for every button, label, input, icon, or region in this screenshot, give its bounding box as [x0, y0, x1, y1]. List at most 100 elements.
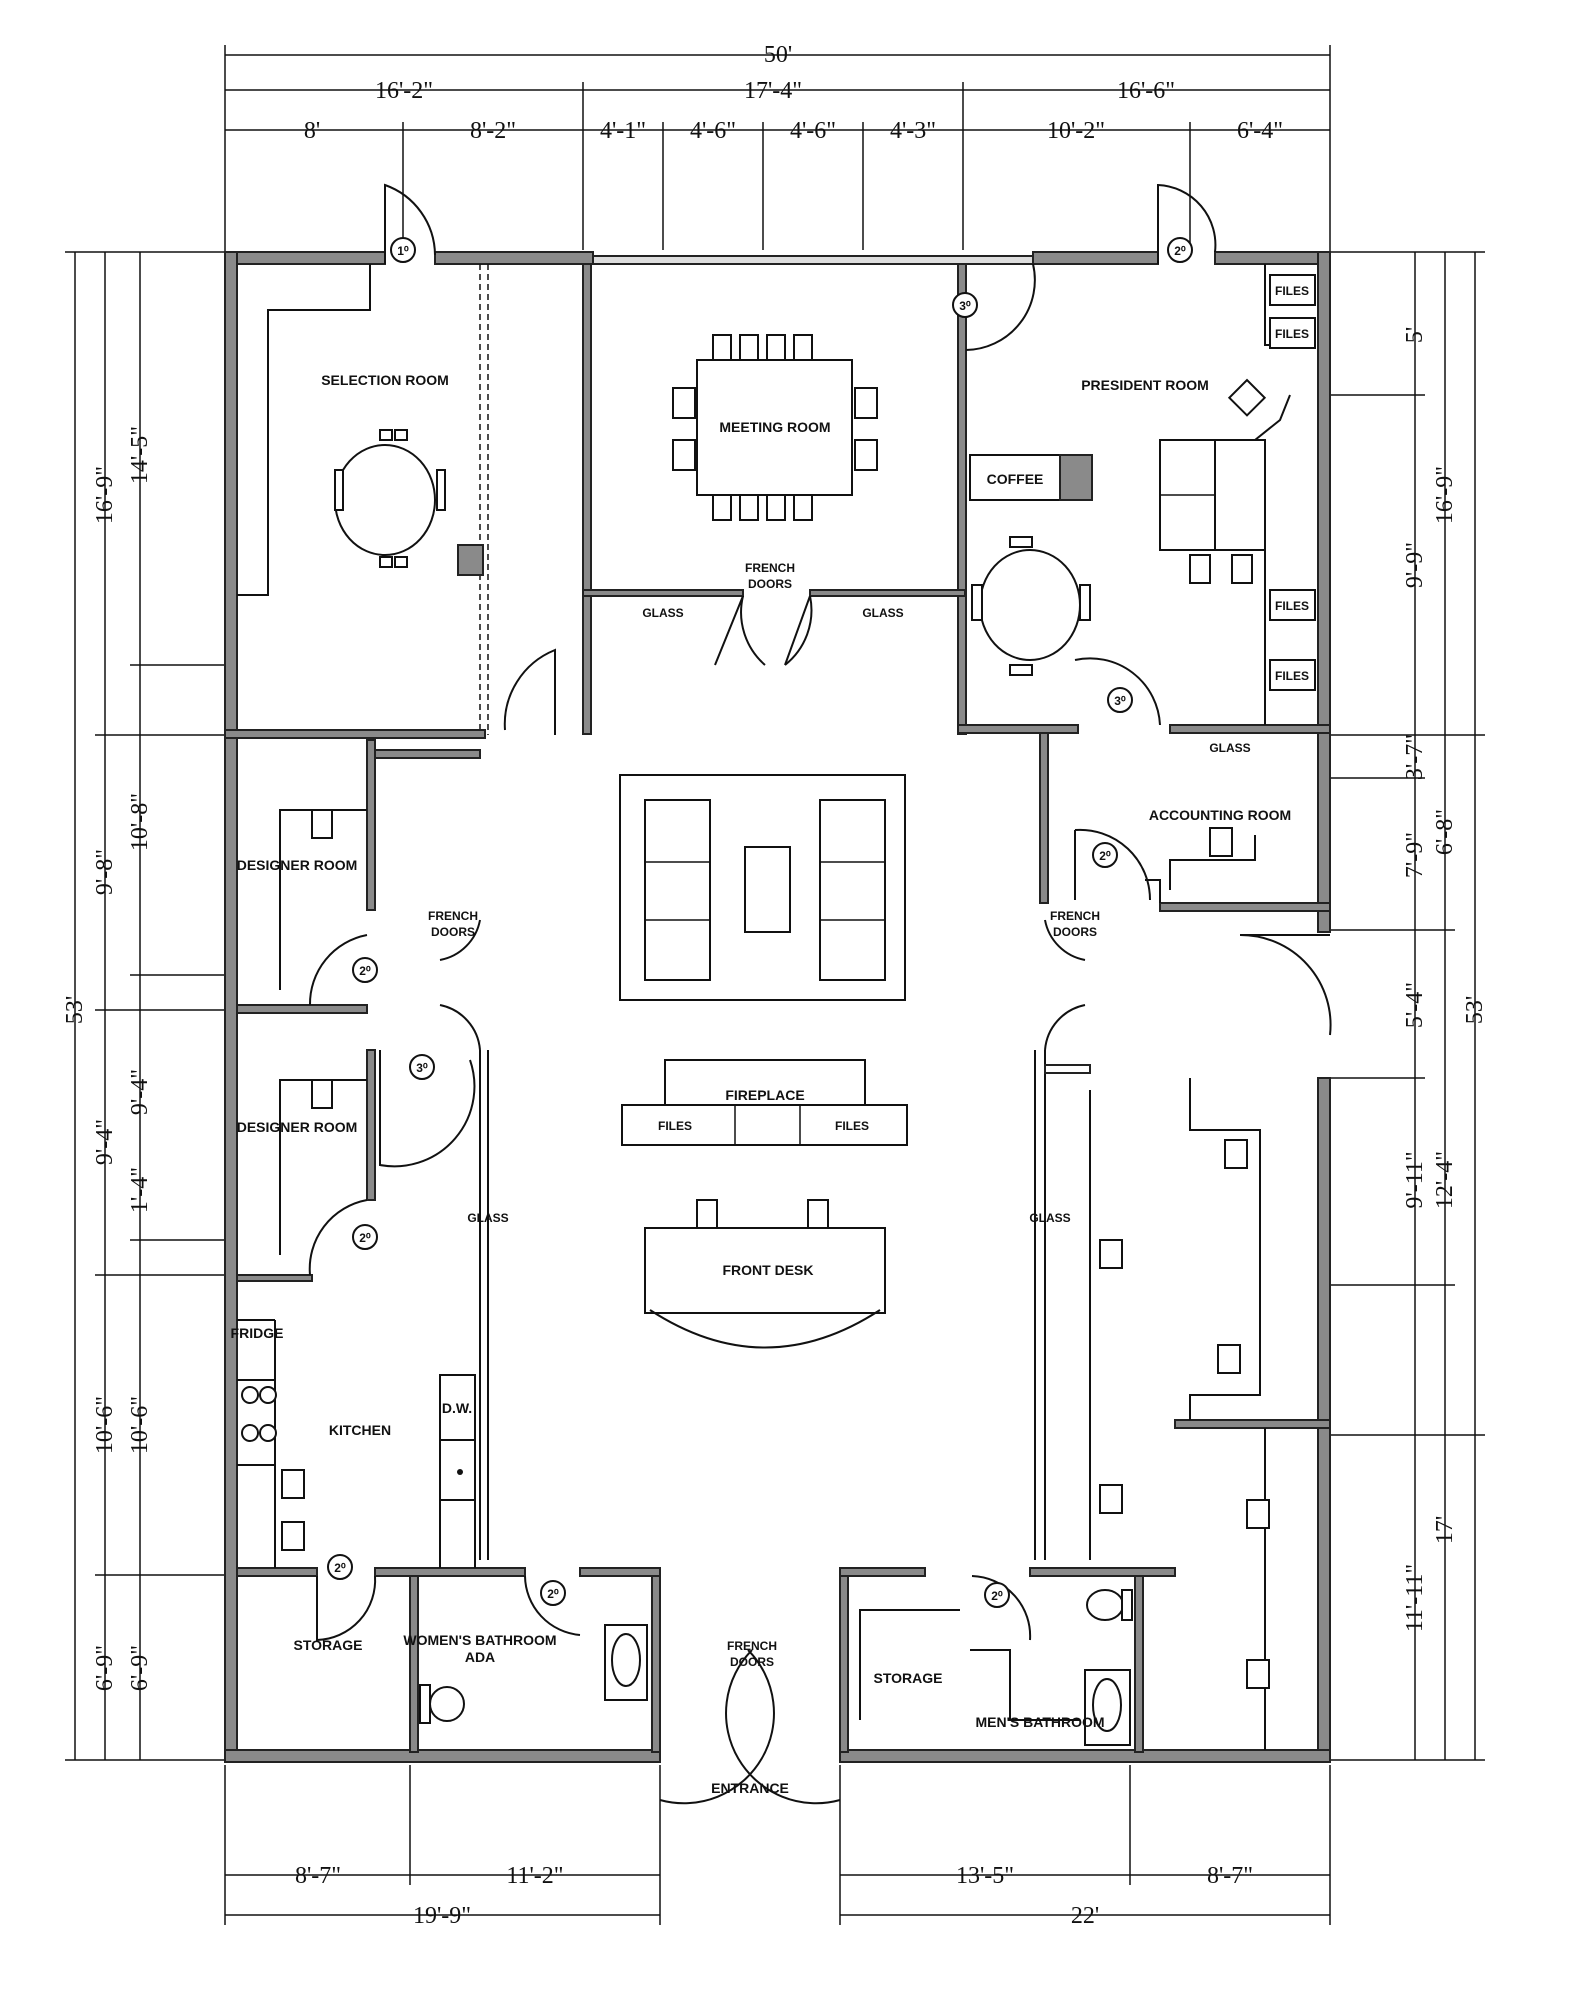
dim-top-fine-2: 8'-2" [470, 118, 516, 144]
top-dimensions: 50' 16'-2" 17'-4" 16'-6" 8' 8'-2" 4'-1" … [224, 42, 1331, 255]
dim-right-inner-3: 3'-7" [1402, 734, 1428, 780]
dim-bottom-right-2: 8'-7" [1207, 1863, 1253, 1889]
door-tag: 3⁰ [416, 1061, 428, 1075]
dim-left-inner-5: 10'-6" [127, 1396, 153, 1454]
fridge-label: FRIDGE [231, 1325, 284, 1341]
files-label: FILES [1275, 327, 1309, 341]
bottom-dimensions: 8'-7" 11'-2" 19'-9" 13'-5" 8'-7" 22' [224, 1765, 1331, 1929]
dim-left-mid-5: 6'-9" [92, 1645, 118, 1691]
door-tag: 2⁰ [1174, 244, 1186, 258]
door-tag: 1⁰ [397, 244, 409, 258]
accounting-room-label: ACCOUNTING ROOM [1149, 807, 1291, 823]
left-dimensions: 53' 16'-9" 9'-8" 9'-4" 10'-6" 6'-9" 14'-… [62, 251, 225, 1761]
door-tag: 2⁰ [991, 1589, 1003, 1603]
dim-bottom-left-1: 8'-7" [295, 1863, 341, 1889]
files-label: FILES [658, 1119, 692, 1133]
dim-top-fine-7: 10'-2" [1047, 118, 1105, 144]
door-tag: 2⁰ [359, 964, 371, 978]
dim-left-inner-6: 6'-9" [127, 1645, 153, 1691]
dim-left-outer: 53' [62, 996, 88, 1024]
french-doors-label: DOORS [748, 577, 792, 591]
glass-label: GLASS [1209, 741, 1250, 755]
coffee-label: COFFEE [987, 471, 1044, 487]
womens-bathroom-label: WOMEN'S BATHROOM [403, 1632, 556, 1648]
dim-top-mid-3: 16'-6" [1117, 78, 1175, 104]
door-tag: 3⁰ [1114, 694, 1126, 708]
door-tag: 3⁰ [959, 299, 971, 313]
mens-bathroom-label: MEN'S BATHROOM [975, 1714, 1104, 1730]
storage-left-label: STORAGE [294, 1637, 363, 1653]
meeting-room-label: MEETING ROOM [719, 419, 830, 435]
president-room-label: PRESIDENT ROOM [1081, 377, 1209, 393]
glass-label: GLASS [467, 1211, 508, 1225]
dim-bottom-right-overall: 22' [1071, 1903, 1099, 1929]
glass-label: GLASS [1029, 1211, 1070, 1225]
french-doors-label: FRENCH [428, 909, 478, 923]
french-doors-label: FRENCH [1050, 909, 1100, 923]
door-tag: 2⁰ [334, 1561, 346, 1575]
furniture [237, 274, 1316, 1746]
dim-top-fine-5: 4'-6" [790, 118, 836, 144]
dim-right-inner-4: 7'-9" [1402, 832, 1428, 878]
dim-top-fine-3: 4'-1" [600, 118, 646, 144]
door-tag: 2⁰ [1099, 849, 1111, 863]
dim-left-inner-2: 10'-8" [127, 793, 153, 851]
dim-top-mid-2: 17'-4" [744, 78, 802, 104]
designer-room-1-label: DESIGNER ROOM [237, 857, 358, 873]
dim-bottom-left-overall: 19'-9" [413, 1903, 471, 1929]
kitchen-label: KITCHEN [329, 1422, 391, 1438]
door-tag: 2⁰ [547, 1587, 559, 1601]
dim-top-fine-1: 8' [304, 118, 320, 144]
dim-right-mid-2: 6'-8" [1432, 809, 1458, 855]
french-doors-label: DOORS [431, 925, 475, 939]
door-tags: 1⁰ 2⁰ 3⁰ 3⁰ 2⁰ 2⁰ 3⁰ 2⁰ 2⁰ 2⁰ 2⁰ [327, 237, 1193, 1608]
door-tag: 2⁰ [359, 1231, 371, 1245]
misc-labels: FILES FILES FILES FILES FILES FILES GLAS… [428, 284, 1309, 1669]
right-dimensions: 5' 9'-9" 3'-7" 7'-9" 5'-4" 9'-11" 11'-11… [1330, 251, 1488, 1761]
dim-top-overall: 50' [764, 42, 792, 68]
room-labels: SELECTION ROOM MEETING ROOM PRESIDENT RO… [231, 372, 1292, 1796]
dim-right-mid-3: 12'-4" [1432, 1151, 1458, 1209]
storage-right-label: STORAGE [874, 1670, 943, 1686]
dim-right-inner-2: 9'-9" [1402, 542, 1428, 588]
dim-left-inner-1: 14'-5" [127, 426, 153, 484]
dim-left-inner-4: 1'-4" [127, 1167, 153, 1213]
french-doors-label: FRENCH [727, 1639, 777, 1653]
dim-right-inner-6: 9'-11" [1402, 1151, 1428, 1208]
dim-right-inner-7: 11'-11" [1402, 1564, 1428, 1632]
french-doors-label: DOORS [730, 1655, 774, 1669]
dim-top-fine-8: 6'-4" [1237, 118, 1283, 144]
fireplace-label: FIREPLACE [725, 1087, 804, 1103]
front-desk-label: FRONT DESK [723, 1262, 814, 1278]
files-label: FILES [1275, 599, 1309, 613]
dim-right-inner-1: 5' [1402, 327, 1428, 343]
dim-top-fine-4: 4'-6" [690, 118, 736, 144]
dim-top-fine-6: 4'-3" [890, 118, 936, 144]
dim-right-inner-5: 5'-4" [1402, 982, 1428, 1028]
dim-left-mid-2: 9'-8" [92, 849, 118, 895]
dim-left-mid-4: 10'-6" [92, 1396, 118, 1454]
files-label: FILES [835, 1119, 869, 1133]
dim-left-mid-1: 16'-9" [92, 466, 118, 524]
dim-left-inner-3: 9'-4" [127, 1069, 153, 1115]
dim-bottom-left-2: 11'-2" [506, 1863, 563, 1889]
french-doors-label: DOORS [1053, 925, 1097, 939]
designer-room-2-label: DESIGNER ROOM [237, 1119, 358, 1135]
dim-right-outer: 53' [1462, 996, 1488, 1024]
dim-bottom-right-1: 13'-5" [956, 1863, 1014, 1889]
selection-room-label: SELECTION ROOM [321, 372, 449, 388]
entrance-label: ENTRANCE [711, 1780, 789, 1796]
dim-left-mid-3: 9'-4" [92, 1119, 118, 1165]
glass-label: GLASS [642, 606, 683, 620]
files-label: FILES [1275, 669, 1309, 683]
dim-right-mid-4: 17' [1432, 1516, 1458, 1544]
dim-right-mid-1: 16'-9" [1432, 466, 1458, 524]
files-label: FILES [1275, 284, 1309, 298]
glass-label: GLASS [862, 606, 903, 620]
womens-bathroom-ada-label: ADA [465, 1649, 495, 1665]
doors [308, 183, 1332, 1805]
dim-top-mid-1: 16'-2" [375, 78, 433, 104]
interior-walls [224, 263, 1331, 1753]
french-doors-label: FRENCH [745, 561, 795, 575]
